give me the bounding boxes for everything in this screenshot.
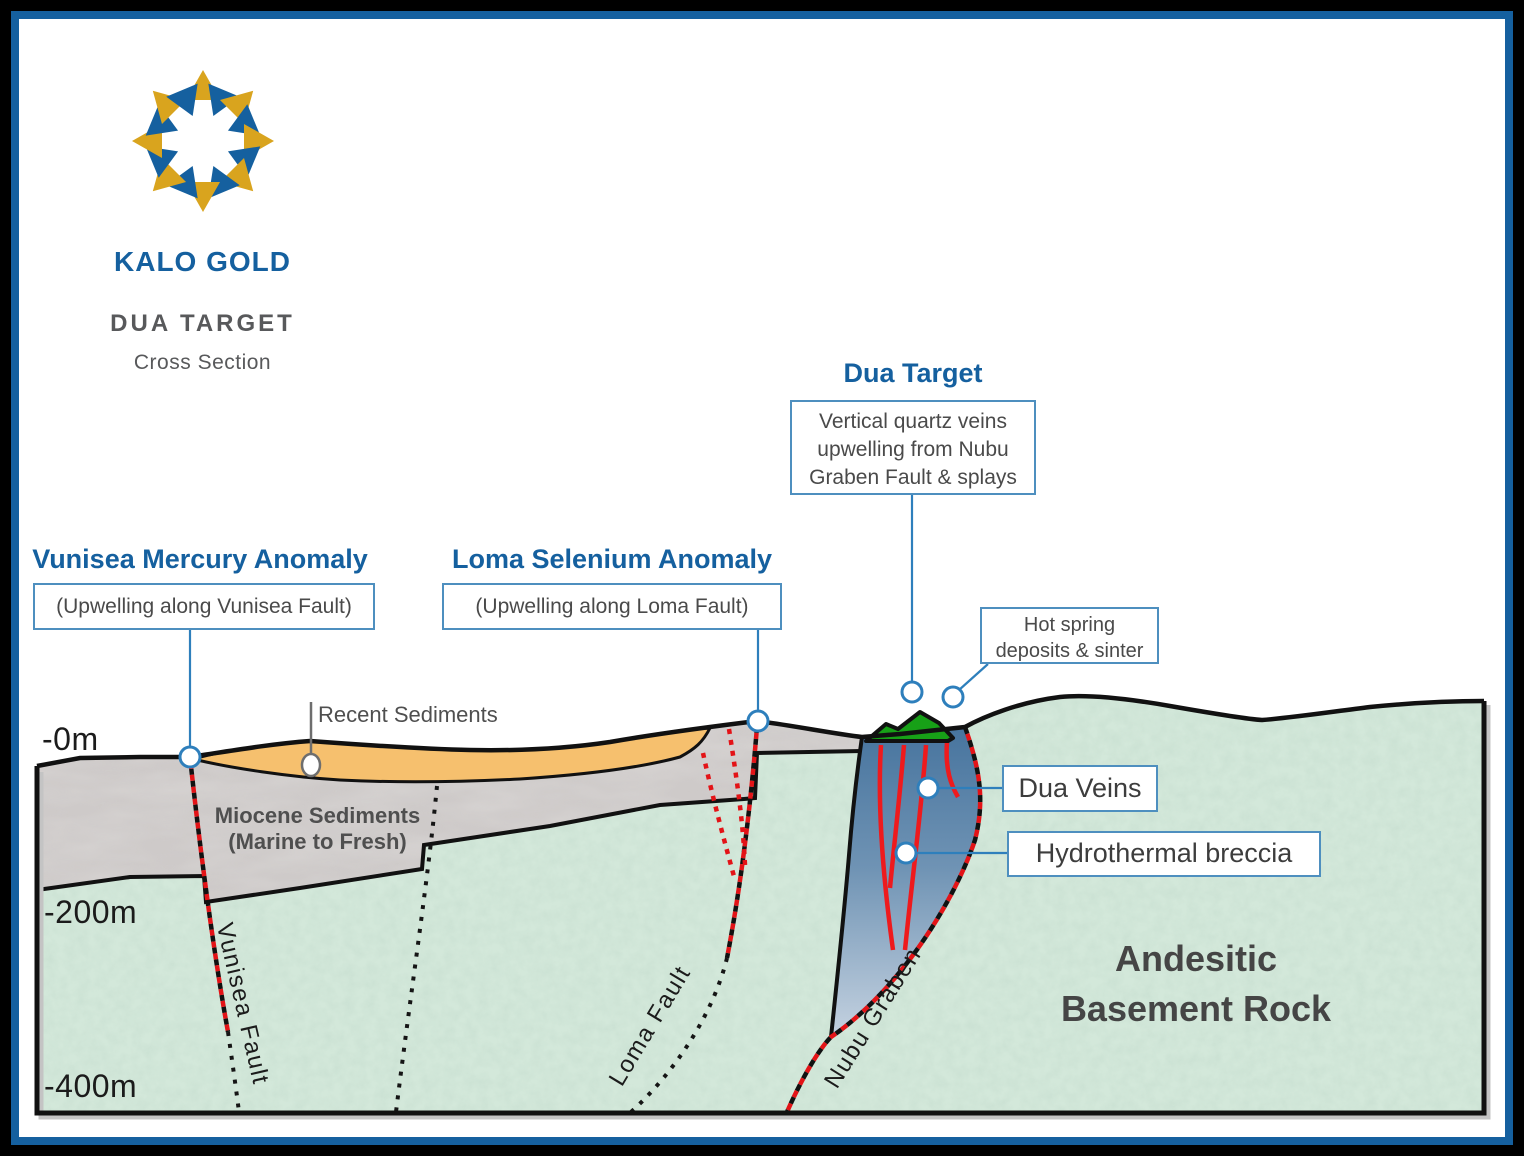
vunisea-marker — [178, 745, 202, 769]
terrain-surface-line — [36, 693, 1485, 769]
depth-400m-label: -400m — [44, 1068, 138, 1104]
hot-spring-line2: deposits & sinter — [995, 640, 1144, 662]
brand-name: KALO GOLD — [114, 246, 291, 277]
nubu-graben-left-edge — [829, 736, 864, 1038]
dua-target-heading: Dua Target — [843, 358, 983, 388]
vunisea-anomaly-box: (Upwelling along Vunisea Fault) — [33, 583, 375, 630]
dua-target-note-line3: Graben Fault & splays — [809, 466, 1017, 489]
miocene-sediments-label: Miocene Sediments (Marine to Fresh) — [205, 803, 430, 855]
dua-veins-marker — [916, 776, 940, 800]
recent-sediments-marker — [300, 752, 322, 778]
vunisea-fault-line — [187, 756, 231, 1033]
nubu-graben-region — [831, 727, 981, 1037]
recent-sediments-label: Recent Sediments — [318, 702, 498, 727]
miocene-label-line2: (Marine to Fresh) — [228, 829, 407, 854]
vunisea-fault-line-red — [187, 756, 231, 1033]
hot-spring-line1: Hot spring — [1023, 614, 1116, 636]
hydrothermal-breccia-label: Hydrothermal breccia — [1035, 838, 1293, 868]
basement-label-line1: Andesitic — [1114, 938, 1278, 979]
middle-fault-line — [394, 785, 439, 1113]
nubu-graben-fault-line-red — [784, 726, 983, 1113]
loma-anomaly-box: (Upwelling along Loma Fault) — [442, 583, 782, 630]
leader-markers — [178, 680, 965, 865]
loma-marker — [746, 709, 770, 733]
dua-target-marker — [900, 680, 924, 704]
dua-target-note-line1: Vertical quartz veins — [819, 410, 1007, 433]
dua-veins-label: Dua Veins — [1018, 773, 1142, 803]
hot-spring-box: Hot spring deposits & sinter — [980, 607, 1159, 664]
basement-rock-label: Andesitic Basement Rock — [1020, 934, 1372, 1034]
loma-fault-splay-mid — [726, 728, 748, 866]
hot-spring-marker — [941, 685, 965, 709]
loma-anomaly-heading: Loma Selenium Anomaly — [451, 544, 773, 574]
vunisea-fault-line-lower — [226, 1031, 241, 1113]
loma-fault-line — [724, 726, 760, 959]
leader-lines — [188, 495, 1007, 855]
kalo-gold-logo — [132, 70, 274, 212]
loma-fault-splay-left — [700, 752, 738, 881]
vunisea-anomaly-heading: Vunisea Mercury Anomaly — [32, 544, 368, 574]
depth-200m-label: -200m — [44, 894, 138, 930]
diagram-frame — [34, 701, 1487, 1116]
basement-label-line2: Basement Rock — [1060, 988, 1332, 1029]
hydrothermal-breccia-box: Hydrothermal breccia — [1007, 831, 1321, 877]
miocene-label-line1: Miocene Sediments — [214, 803, 421, 828]
dua-target-note-line2: upwelling from Nubu — [817, 438, 1009, 461]
nubu-graben-fault-line — [784, 726, 983, 1113]
dua-quartz-veins — [877, 741, 960, 951]
logo-sunburst-icon — [132, 70, 274, 212]
view-subtitle: Cross Section — [133, 351, 272, 374]
depth-0m-label: -0m — [42, 721, 99, 757]
dua-target-box: Vertical quartz veins upwelling from Nub… — [790, 400, 1036, 495]
frame-shadow — [38, 705, 1491, 1120]
project-title: DUA TARGET — [110, 310, 295, 337]
hydrothermal-marker — [894, 841, 918, 865]
vunisea-anomaly-note: (Upwelling along Vunisea Fault) — [56, 595, 352, 618]
loma-anomaly-note: (Upwelling along Loma Fault) — [475, 595, 749, 618]
dua-veins-box: Dua Veins — [1002, 765, 1158, 812]
